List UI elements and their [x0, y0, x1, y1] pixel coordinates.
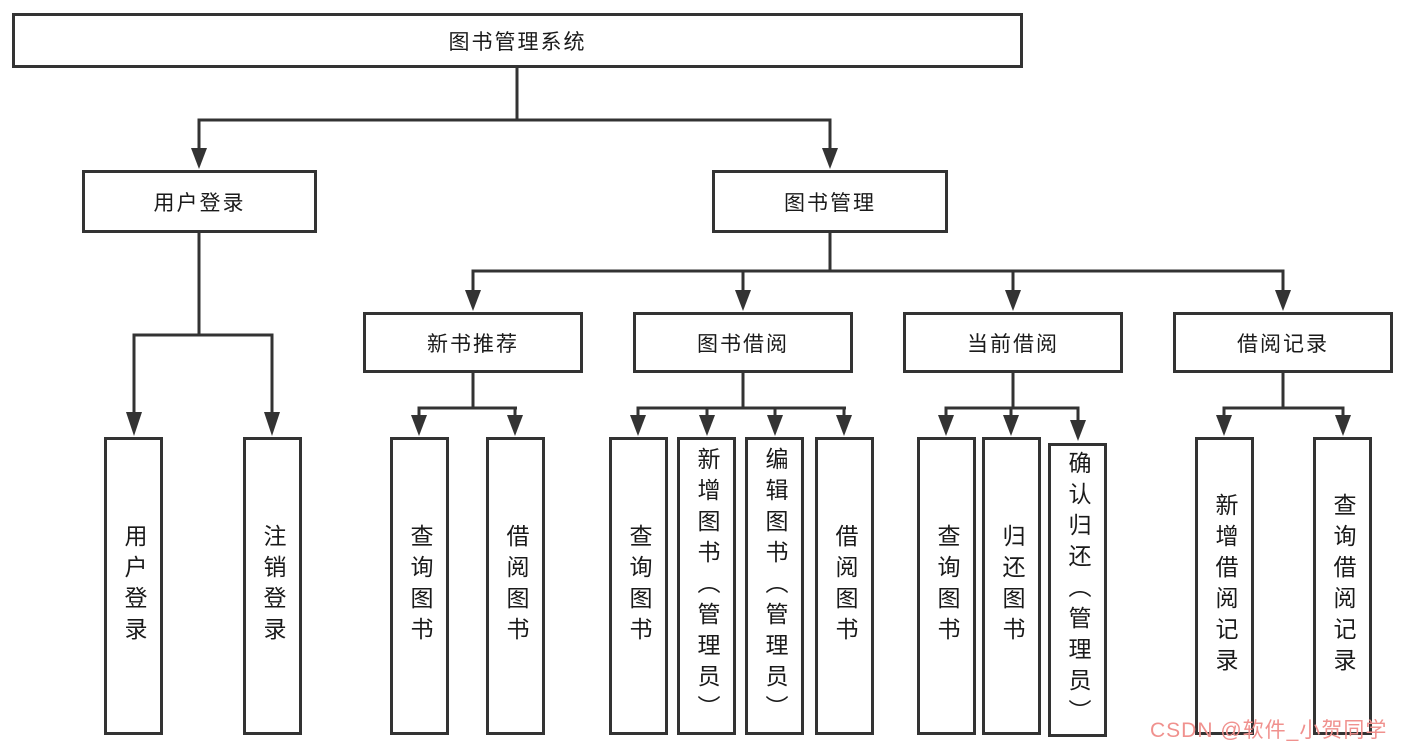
- arrowhead: [735, 290, 751, 311]
- arrowhead: [1070, 420, 1086, 441]
- node-leaf-borrow-add-admin: 新增图书（管理员）: [677, 437, 736, 735]
- connector-newbook-to-leaves: [417, 373, 517, 417]
- arrowhead: [264, 412, 280, 436]
- node-leaf-borrow-add-admin-label: 新增图书（管理员）: [694, 446, 720, 726]
- node-book-borrowing: 图书借阅: [633, 312, 853, 373]
- arrowhead: [507, 415, 523, 436]
- arrowhead: [411, 415, 427, 436]
- watermark: CSDN @软件_小贺同学: [1150, 719, 1388, 742]
- node-leaf-current-confirm-admin: 确认归还（管理员）: [1048, 443, 1107, 737]
- node-current-borrowing: 当前借阅: [903, 312, 1123, 373]
- node-book-mgmt-branch-label: 图书管理: [784, 191, 876, 215]
- arrowhead: [126, 412, 142, 436]
- node-leaf-records-add-label: 新增借阅记录: [1212, 493, 1238, 679]
- node-leaf-borrow-edit-admin: 编辑图书（管理员）: [745, 437, 804, 735]
- node-new-book-recommend: 新书推荐: [363, 312, 583, 373]
- arrowhead: [767, 415, 783, 436]
- arrowhead: [1275, 290, 1291, 311]
- node-leaf-logout: 注销登录: [243, 437, 302, 735]
- node-leaf-current-return: 归还图书: [982, 437, 1041, 735]
- node-borrowing-records-label: 借阅记录: [1237, 332, 1329, 356]
- node-leaf-current-query: 查询图书: [917, 437, 976, 735]
- arrowhead: [1005, 290, 1021, 311]
- node-book-mgmt-branch: 图书管理: [712, 170, 948, 233]
- connector-current-to-leaves: [944, 373, 1080, 423]
- arrowhead: [191, 148, 207, 169]
- node-leaf-user-login: 用户登录: [104, 437, 163, 735]
- node-leaf-borrow-edit-admin-label: 编辑图书（管理员）: [762, 446, 788, 726]
- node-leaf-newbook-borrow-label: 借阅图书: [503, 524, 529, 648]
- node-leaf-newbook-borrow: 借阅图书: [486, 437, 545, 735]
- arrowhead: [465, 290, 481, 311]
- node-leaf-logout-label: 注销登录: [260, 524, 286, 648]
- node-leaf-borrow-query-label: 查询图书: [626, 524, 652, 648]
- node-leaf-current-confirm-admin-label: 确认归还（管理员）: [1065, 450, 1091, 730]
- arrowhead: [938, 415, 954, 436]
- arrowhead: [822, 148, 838, 169]
- arrowhead: [1216, 415, 1232, 436]
- node-new-book-recommend-label: 新书推荐: [427, 332, 519, 356]
- node-user-login-branch-label: 用户登录: [153, 191, 246, 215]
- node-leaf-borrow-lend: 借阅图书: [815, 437, 874, 735]
- arrowhead: [699, 415, 715, 436]
- arrowhead: [836, 415, 852, 436]
- node-root: 图书管理系统: [12, 13, 1023, 68]
- node-leaf-newbook-query-label: 查询图书: [407, 524, 433, 648]
- node-leaf-current-return-label: 归还图书: [999, 524, 1025, 648]
- node-leaf-records-add: 新增借阅记录: [1195, 437, 1254, 735]
- node-book-borrowing-label: 图书借阅: [697, 332, 789, 356]
- node-leaf-newbook-query: 查询图书: [390, 437, 449, 735]
- arrowhead: [630, 415, 646, 436]
- connector-root-to-level2: [197, 68, 832, 150]
- connector-borrow-to-leaves: [636, 373, 846, 417]
- node-leaf-user-login-label: 用户登录: [121, 524, 147, 648]
- node-leaf-current-query-label: 查询图书: [934, 524, 960, 648]
- connector-bookmgmt-to-level3: [471, 233, 1285, 292]
- node-borrowing-records: 借阅记录: [1173, 312, 1393, 373]
- node-root-label: 图书管理系统: [448, 30, 587, 54]
- node-leaf-records-query: 查询借阅记录: [1313, 437, 1372, 735]
- node-leaf-borrow-query: 查询图书: [609, 437, 668, 735]
- node-current-borrowing-label: 当前借阅: [967, 332, 1059, 356]
- node-user-login-branch: 用户登录: [82, 170, 317, 233]
- arrowhead: [1335, 415, 1351, 436]
- connector-records-to-leaves: [1222, 373, 1345, 417]
- node-leaf-borrow-lend-label: 借阅图书: [832, 524, 858, 648]
- node-leaf-records-query-label: 查询借阅记录: [1330, 493, 1356, 679]
- connector-userlogin-to-leaves: [132, 233, 274, 417]
- arrowhead: [1003, 415, 1019, 436]
